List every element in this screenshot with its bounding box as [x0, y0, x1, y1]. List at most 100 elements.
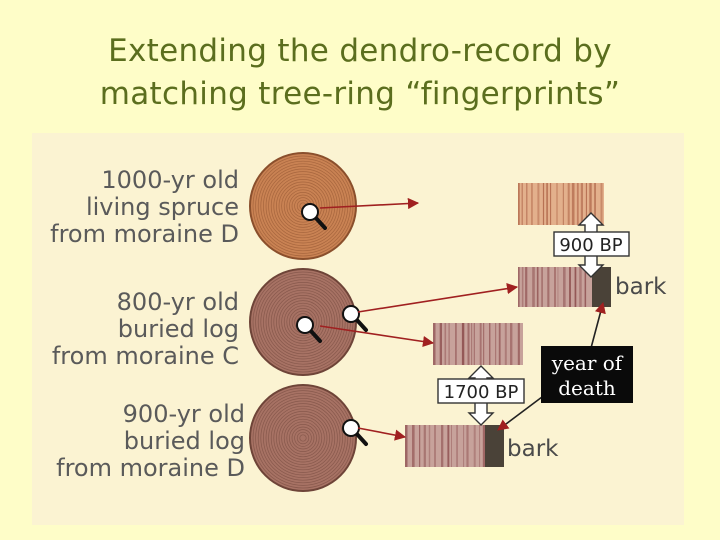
ring-band	[466, 425, 469, 467]
ring-band	[518, 183, 520, 225]
growth-ring	[276, 295, 330, 349]
svg-text:buried log: buried log	[118, 315, 239, 343]
ring-band	[419, 425, 421, 467]
sample-label-3: 900-yr old buried log from moraine D	[56, 400, 245, 482]
ring-band	[467, 323, 470, 365]
growth-ring	[281, 300, 325, 344]
ring-band	[600, 183, 603, 225]
growth-ring	[276, 179, 330, 233]
ring-band	[574, 267, 577, 307]
label-1700-bp: 1700 BP	[444, 382, 519, 403]
alignment-arrow-900: 900 BP	[553, 212, 630, 278]
label-1700-bp-box	[437, 378, 525, 404]
ring-band	[541, 267, 543, 307]
ring-band	[531, 183, 533, 225]
growth-ring	[268, 403, 338, 473]
ring-band	[554, 267, 556, 307]
ring-band	[495, 323, 497, 365]
ring-band	[556, 183, 558, 225]
ring-band	[482, 425, 485, 467]
growth-ring	[291, 426, 315, 450]
ring-band	[562, 183, 564, 225]
ring-band	[510, 323, 513, 365]
title-line-2: matching tree-ring “fingerprints”	[99, 76, 621, 112]
ring-band	[550, 183, 552, 225]
svg-text:living spruce: living spruce	[86, 193, 239, 221]
svg-text:buried log: buried log	[124, 427, 245, 455]
ring-band	[537, 183, 540, 225]
growth-ring	[278, 413, 328, 463]
magnifier-icon	[301, 203, 327, 230]
ring-band	[473, 323, 475, 365]
svg-text:1000-yr old: 1000-yr old	[101, 166, 239, 194]
growth-ring	[276, 411, 330, 465]
growth-ring	[283, 186, 323, 226]
ring-band	[532, 267, 535, 307]
growth-ring	[283, 418, 323, 458]
magnifier-icon	[342, 419, 368, 446]
slide-title: Extending the dendro-record by matching …	[0, 30, 720, 116]
alignment-arrow-1700: 1700 BP	[437, 365, 525, 426]
ring-band	[526, 183, 528, 225]
ring-strip-log-d-lower	[405, 425, 485, 467]
ring-band	[489, 323, 491, 365]
growth-ring	[265, 284, 341, 360]
growth-ring	[289, 308, 317, 336]
strip-background	[433, 323, 523, 365]
ring-band	[580, 183, 583, 225]
ring-band	[479, 425, 481, 467]
ring-band	[504, 323, 507, 365]
growth-ring	[270, 173, 336, 239]
sample-label-1: 1000-yr old living spruce from moraine D	[50, 166, 239, 248]
growth-ring	[270, 289, 336, 355]
ring-band	[563, 267, 566, 307]
growth-ring	[296, 431, 310, 445]
growth-ring	[281, 416, 325, 460]
growth-ring	[265, 400, 341, 476]
ring-band	[448, 323, 450, 365]
growth-ring	[255, 390, 351, 486]
ring-band	[589, 183, 592, 225]
ring-band	[423, 425, 426, 467]
growth-ring	[268, 287, 338, 357]
growth-ring	[273, 176, 333, 236]
sample-arrows	[319, 197, 519, 441]
growth-ring	[263, 398, 343, 478]
year-of-death-line-2: death	[558, 376, 616, 400]
ring-band	[536, 267, 539, 307]
ring-band	[455, 323, 457, 365]
ring-band	[444, 323, 447, 365]
growth-ring	[286, 305, 320, 339]
ring-band	[517, 323, 520, 365]
ring-band	[412, 425, 415, 467]
ring-band	[518, 267, 520, 307]
ring-band	[463, 425, 465, 467]
ring-band	[567, 183, 570, 225]
label-900-bp-box	[553, 231, 630, 257]
growth-ring	[263, 166, 343, 246]
magnifier-icon	[342, 305, 368, 332]
ring-strip-log-d-upper	[518, 267, 592, 307]
growth-ring	[270, 405, 336, 471]
sample-label-2: 800-yr old buried log from moraine C	[52, 288, 239, 370]
growth-ring	[273, 292, 333, 352]
ring-band	[576, 183, 579, 225]
svg-text:800-yr old: 800-yr old	[117, 288, 239, 316]
ring-band	[525, 267, 528, 307]
ring-band	[428, 425, 431, 467]
growth-ring	[289, 424, 317, 452]
growth-ring	[286, 189, 320, 223]
growth-ring	[283, 302, 323, 342]
bark-band-upper	[592, 267, 611, 307]
ring-band	[498, 323, 501, 365]
svg-text:from moraine D: from moraine D	[56, 454, 245, 482]
strip-background	[405, 425, 485, 467]
ring-band	[441, 425, 444, 467]
growth-ring	[268, 171, 338, 241]
living-spruce-cross-section	[249, 152, 357, 260]
growth-ring	[252, 387, 354, 489]
ring-band	[483, 323, 485, 365]
ring-band	[439, 323, 442, 365]
ring-band	[546, 183, 548, 225]
